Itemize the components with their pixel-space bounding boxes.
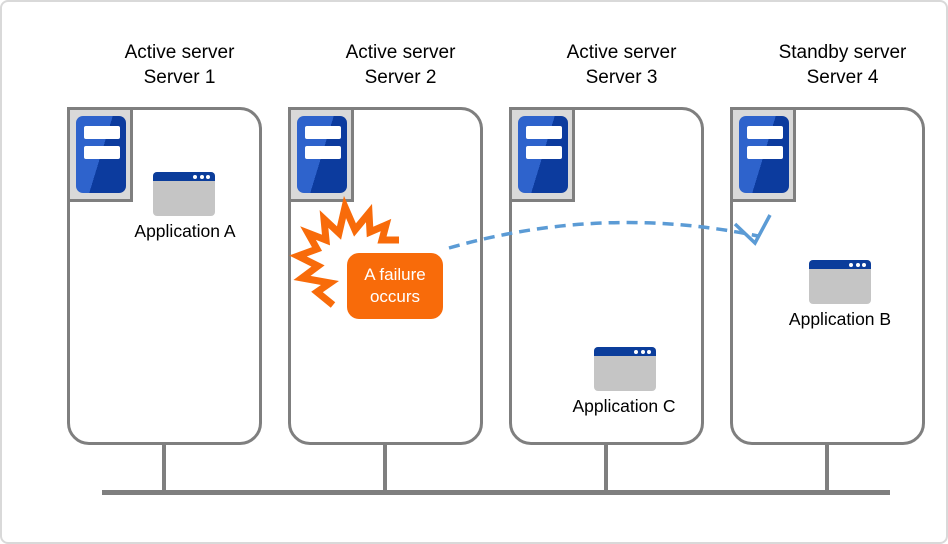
server-tower-icon [739, 116, 789, 193]
server4-role: Standby server [778, 42, 907, 63]
window-dots-icon [193, 174, 210, 179]
network-link-server3 [604, 443, 608, 492]
network-link-server2 [383, 443, 387, 492]
application-a-label: Application A [134, 221, 236, 241]
server1-tower-holder [67, 107, 133, 202]
application-window-icon [809, 260, 871, 304]
server-tower-icon [76, 116, 126, 193]
application-b-label: Application B [788, 309, 892, 329]
network-link-server1 [162, 443, 166, 492]
failure-text-line2: occurs [369, 287, 421, 306]
failure-text-line1: A failure [364, 265, 426, 284]
window-dots-icon [634, 349, 651, 354]
server1-title: Active server Server 1 [67, 40, 292, 90]
server3-role: Active server [566, 42, 677, 63]
network-link-server4 [825, 443, 829, 492]
server2-name: Server 2 [364, 67, 437, 88]
server1-role: Active server [124, 42, 235, 63]
server1-name: Server 1 [143, 67, 216, 88]
server4-tower-holder [730, 107, 796, 202]
server3-tower-holder [509, 107, 575, 202]
server3-title: Active server Server 3 [509, 40, 734, 90]
network-bus-line [102, 490, 890, 495]
server-tower-icon [518, 116, 568, 193]
application-c-label: Application C [572, 396, 676, 416]
window-dots-icon [849, 262, 866, 267]
server4-title: Standby server Server 4 [730, 40, 946, 90]
server2-tower-holder [288, 107, 354, 202]
server-tower-icon [297, 116, 347, 193]
server2-title: Active server Server 2 [288, 40, 513, 90]
server4-name: Server 4 [806, 67, 879, 88]
server3-name: Server 3 [585, 67, 658, 88]
server2-role: Active server [345, 42, 456, 63]
failure-callout: A failure occurs [347, 253, 443, 319]
application-window-icon [153, 172, 215, 216]
application-window-icon [594, 347, 656, 391]
